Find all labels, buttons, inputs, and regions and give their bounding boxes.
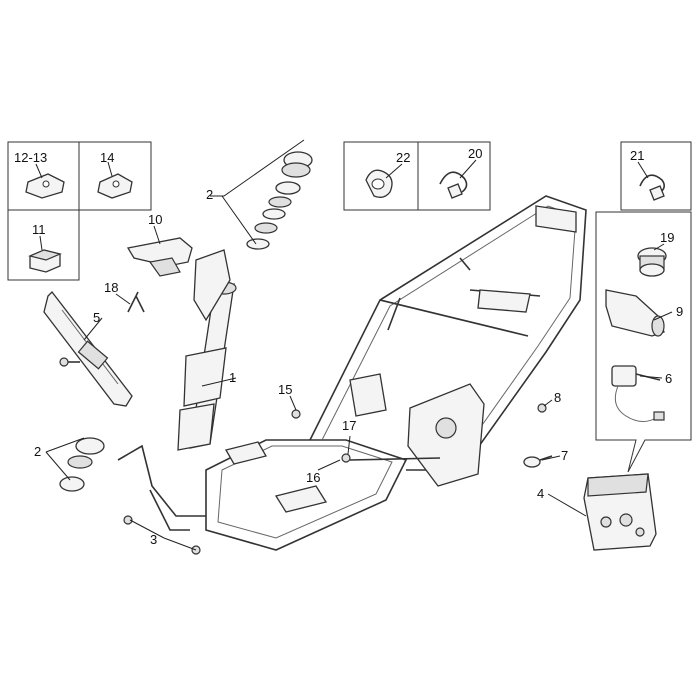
callout-12-13: 12-13 xyxy=(14,150,47,165)
callout-15: 15 xyxy=(278,382,292,397)
part-7-key xyxy=(523,455,553,468)
callout-2-bottom: 2 xyxy=(34,444,41,459)
part-1-main-frame xyxy=(177,195,587,551)
callout-4: 4 xyxy=(537,486,544,501)
callout-21: 21 xyxy=(630,148,644,163)
callout-19: 19 xyxy=(660,230,674,245)
steering-bearing-stack-top xyxy=(246,151,313,250)
callout-18: 18 xyxy=(104,280,118,295)
leader-lines xyxy=(35,139,673,551)
part-19-lock-cylinder xyxy=(637,247,667,277)
callout-11: 11 xyxy=(32,222,46,237)
callout-10: 10 xyxy=(148,212,162,227)
callout-3: 3 xyxy=(150,532,157,547)
part-9-lock-housing xyxy=(605,289,665,337)
inset-box-clips xyxy=(7,141,152,281)
part-5-support-plate xyxy=(43,291,133,407)
callout-14: 14 xyxy=(100,150,114,165)
callout-6: 6 xyxy=(665,371,672,386)
inset-box-cable-clips xyxy=(343,141,491,211)
part-3-stand xyxy=(117,444,206,555)
part-4-hardware-bag xyxy=(583,473,657,551)
callout-20: 20 xyxy=(468,146,482,161)
part-14-clip-nut xyxy=(97,173,133,199)
inset-box-clip-21 xyxy=(620,141,692,211)
part-20-cable-tie xyxy=(439,171,468,199)
callout-labels: 1 2 2 3 4 5 6 7 8 9 10 11 12-13 14 15 16… xyxy=(14,146,683,547)
callout-9: 9 xyxy=(676,304,683,319)
callout-1: 1 xyxy=(229,370,236,385)
part-12-13-clip-nut xyxy=(25,173,65,199)
callout-8: 8 xyxy=(554,390,561,405)
part-11-square-nut xyxy=(28,249,62,273)
part-15-bolt xyxy=(291,409,301,419)
screw-5 xyxy=(59,357,80,367)
callout-17: 17 xyxy=(342,418,356,433)
part-10-bracket xyxy=(126,237,193,277)
callout-5: 5 xyxy=(93,310,100,325)
inset-box-ignition-lock xyxy=(595,211,692,473)
part-18-spring-clip xyxy=(127,291,145,313)
callout-16: 16 xyxy=(306,470,320,485)
part-17-bolt xyxy=(341,453,351,463)
part-22-cable-clamp xyxy=(365,169,393,198)
callout-22: 22 xyxy=(396,150,410,165)
callout-7: 7 xyxy=(561,448,568,463)
steering-bearing-stack-bottom xyxy=(59,437,105,492)
callout-2-top: 2 xyxy=(206,187,213,202)
